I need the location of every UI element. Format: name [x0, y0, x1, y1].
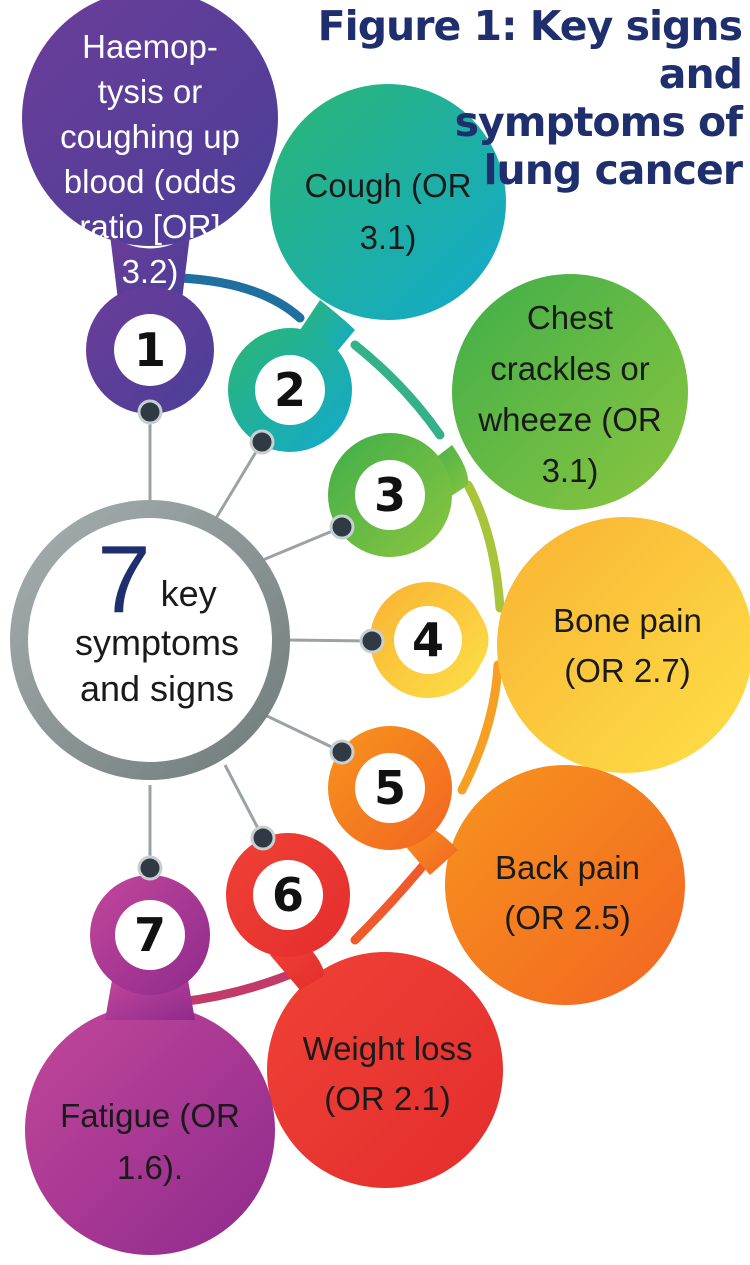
node-6-line: Weight loss [302, 1030, 473, 1067]
node-3-line: Chest [526, 299, 614, 336]
node-1-line: 3.2) [121, 253, 179, 290]
connector-dots [137, 399, 385, 881]
node-1-line: Haemop- [82, 28, 218, 65]
node-7 [25, 875, 275, 1255]
node-2-label: Cough (OR 3.1) [278, 160, 498, 264]
hub-line-3: and signs [79, 668, 235, 709]
title-line-3: lung cancer [483, 146, 743, 194]
node-4-number: 4 [411, 613, 444, 667]
node-1-line: blood (odds [63, 163, 237, 200]
node-3-line: 3.1) [541, 452, 599, 489]
node-4-line: Bone pain [553, 602, 702, 639]
node-3-number: 3 [373, 468, 406, 522]
node-4-label: Bone pain (OR 2.7) [520, 596, 735, 696]
connector-lines [148, 412, 373, 868]
figure-title: Figure 1: Key signs and symptoms of lung… [222, 2, 743, 194]
hub-word-key: key [160, 573, 217, 614]
node-6-line: (OR 2.1) [324, 1080, 451, 1117]
node-5-line: Back pain [495, 849, 640, 886]
hub-number: 7 [97, 526, 151, 633]
node-1-label: Haemop- tysis or coughing up blood (odds… [22, 24, 278, 294]
hub-circle [10, 500, 290, 780]
node-1-line: ratio [OR] [79, 208, 221, 245]
node-3 [328, 274, 688, 557]
node-6 [226, 833, 503, 1188]
node-2 [228, 84, 506, 452]
node-2-line: 3.1) [359, 219, 417, 256]
title-line-1: Figure 1: Key signs and [317, 2, 743, 98]
node-7-line: Fatigue (OR [60, 1097, 240, 1134]
node-7-number: 7 [133, 908, 166, 962]
node-1-number: 1 [133, 323, 166, 377]
node-7-label: Fatigue (OR 1.6). [40, 1090, 260, 1194]
node-1 [22, 0, 278, 414]
hub-line-2: symptoms [74, 622, 240, 663]
node-3-line: crackles or [490, 350, 650, 387]
node-5-label: Back pain (OR 2.5) [460, 843, 675, 943]
node-5-line: (OR 2.5) [504, 899, 631, 936]
node-5 [328, 726, 685, 1005]
node-1-line: tysis or [97, 73, 203, 110]
node-3-line: wheeze (OR [478, 401, 662, 438]
node-6-number: 6 [271, 868, 304, 922]
title-line-2: symptoms of [454, 98, 743, 146]
node-7-line: 1.6). [116, 1149, 184, 1186]
node-5-number: 5 [373, 761, 406, 815]
node-2-number: 2 [273, 363, 306, 417]
node-3-label: Chest crackles or wheeze (OR 3.1) [452, 292, 688, 496]
node-4 [370, 517, 750, 773]
node-2-line: Cough (OR [304, 167, 472, 204]
node-6-label: Weight loss (OR 2.1) [275, 1024, 500, 1124]
node-4-line: (OR 2.7) [564, 652, 691, 689]
node-1-line: coughing up [60, 118, 240, 155]
